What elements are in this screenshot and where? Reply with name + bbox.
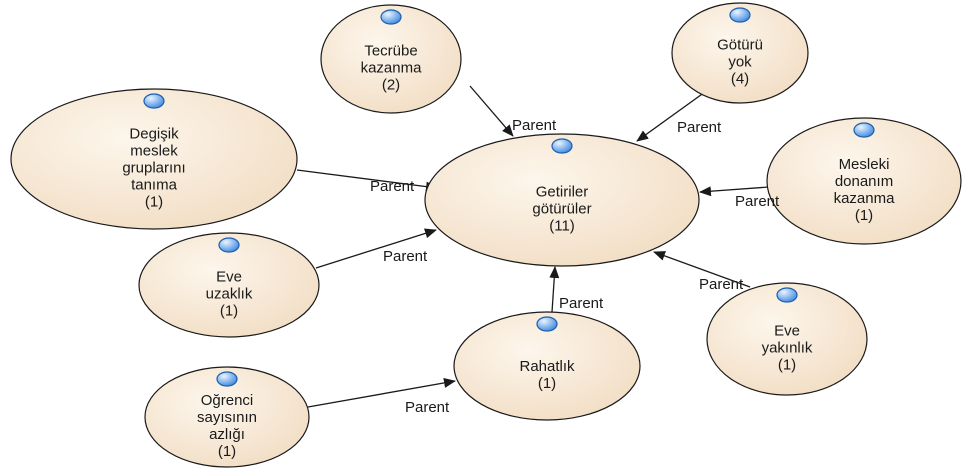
node-label-line: azlığı: [209, 426, 245, 443]
status-dot-icon: [776, 287, 798, 303]
edge-goturu-yok-to-center[interactable]: [636, 91, 706, 142]
edge-label-goturu-yok: Parent: [677, 119, 722, 136]
node-label-line: (1): [145, 194, 163, 211]
edge-ogrenci-to-rahatlik[interactable]: [307, 377, 456, 408]
node-label-line: (1): [855, 207, 873, 224]
node-label-line: (11): [549, 218, 575, 235]
node-label-line: donanım: [835, 173, 893, 190]
edge-label-eve-yakinlik: Parent: [699, 276, 744, 293]
node-label-line: meslek: [130, 143, 178, 160]
node-ellipse[interactable]: [766, 117, 962, 245]
node-label-line: (1): [538, 375, 556, 392]
status-dot-icon: [218, 237, 240, 253]
node-rahatlik[interactable]: Rahatlık(1): [453, 311, 641, 421]
edge-eve-uzaklik-to-center[interactable]: [315, 228, 437, 269]
node-ellipse[interactable]: [453, 311, 641, 421]
node-label-line: (1): [220, 303, 238, 320]
node-ellipse[interactable]: [671, 2, 809, 104]
node-ellipse[interactable]: [706, 282, 868, 396]
edge-tecrube-to-center[interactable]: [469, 85, 514, 137]
node-label-line: götürüler: [532, 201, 591, 218]
node-ellipse[interactable]: [138, 232, 320, 338]
node-ellipse[interactable]: [10, 88, 298, 230]
node-ellipse[interactable]: [424, 133, 700, 267]
edge-label-tecrube: Parent: [512, 117, 557, 134]
status-dot-icon: [143, 93, 165, 109]
edge-mesleki-to-center[interactable]: [699, 186, 770, 197]
node-label-line: yakınlık: [762, 340, 813, 357]
node-label-line: Götürü: [717, 37, 763, 54]
edge-label-mesleki: Parent: [735, 193, 780, 210]
edge-label-degisik: Parent: [370, 178, 415, 195]
nodes-layer: Getirilergötürüler(11)Tecrübekazanma(2)G…: [10, 2, 962, 468]
edge-degisik-to-center[interactable]: [296, 169, 438, 192]
node-label-line: Mesleki: [839, 156, 890, 173]
status-dot-icon: [536, 316, 558, 332]
node-label-line: (2): [382, 77, 400, 94]
status-dot-icon: [729, 7, 751, 23]
status-dot-icon: [853, 122, 875, 138]
node-label-line: uzaklık: [206, 286, 253, 303]
node-label-line: tanıma: [131, 177, 178, 194]
node-label-line: Oğrenci: [201, 392, 254, 409]
node-label-line: Degişik: [129, 126, 179, 143]
node-label-line: kazanma: [361, 60, 423, 77]
edges-layer: [296, 85, 770, 408]
edge-label-eve-uzaklik: Parent: [383, 248, 428, 265]
status-dot-icon: [380, 9, 402, 25]
status-dot-icon: [216, 371, 238, 387]
node-label-line: gruplarını: [122, 160, 185, 177]
node-label-line: (1): [218, 443, 236, 460]
edge-eve-yakinlik-to-center[interactable]: [653, 251, 751, 288]
node-label-line: sayısının: [197, 409, 257, 426]
node-ellipse[interactable]: [144, 366, 310, 468]
node-label-line: Getiriler: [536, 184, 589, 201]
node-label-line: (1): [778, 357, 796, 374]
node-label-line: yok: [728, 54, 752, 71]
edge-label-rahatlik: Parent: [559, 295, 604, 312]
edge-rahatlik-to-center[interactable]: [549, 266, 560, 313]
node-label-line: Rahatlık: [519, 358, 575, 375]
node-label-line: kazanma: [834, 190, 896, 207]
edge-label-ogrenci: Parent: [405, 399, 450, 416]
status-dot-icon: [551, 138, 573, 154]
node-label-line: Eve: [774, 323, 800, 340]
node-ellipse[interactable]: [320, 4, 462, 114]
node-label-line: (4): [731, 71, 749, 88]
node-label-line: Tecrübe: [364, 43, 417, 60]
node-label-line: Eve: [216, 269, 242, 286]
